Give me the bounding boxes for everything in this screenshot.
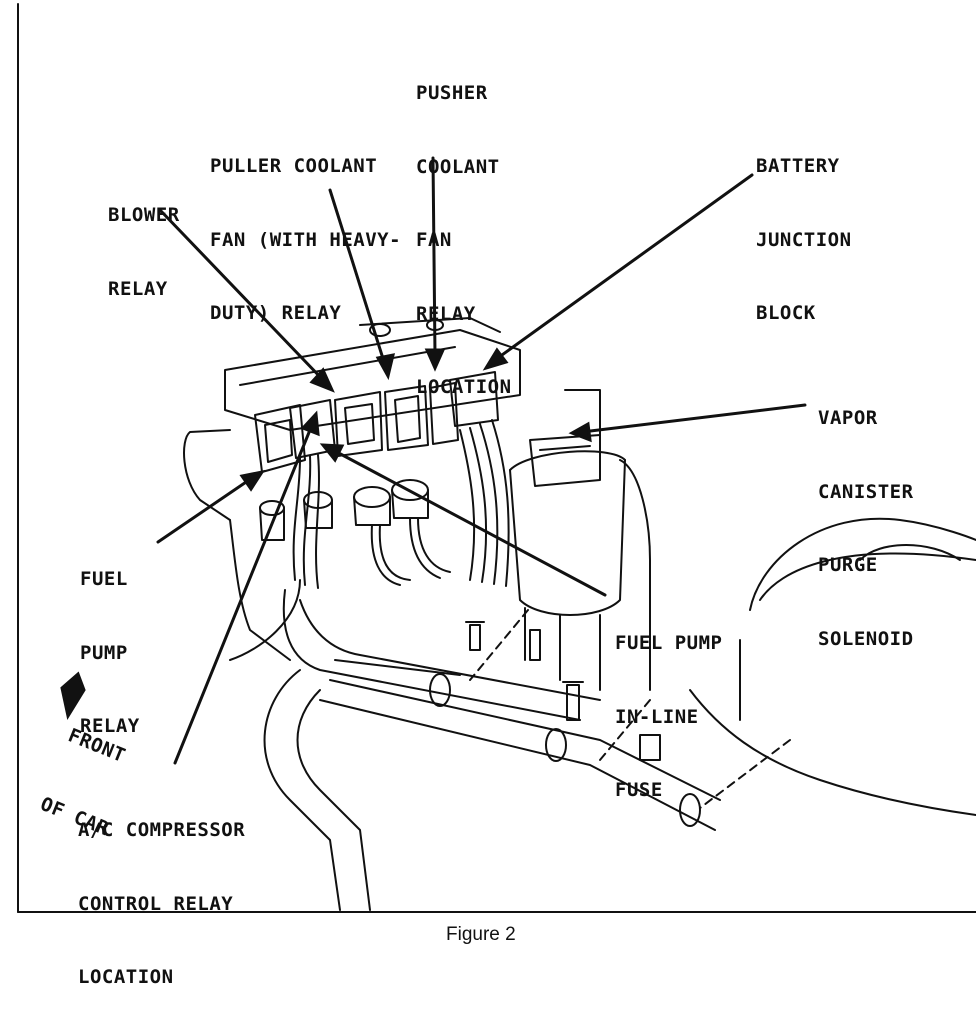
arrow-ac-relay xyxy=(173,423,314,765)
label-line: RELAY xyxy=(80,715,140,737)
arrow-pusher-relay xyxy=(431,156,437,357)
label-fuel-pump-relay: FUEL PUMP RELAY xyxy=(80,518,140,763)
label-line: PULLER COOLANT xyxy=(210,155,378,177)
arrow-puller-relay xyxy=(328,188,387,367)
arrow-fuel-pump-relay xyxy=(156,476,254,544)
label-line: COOLANT xyxy=(416,155,500,178)
label-line: RELAY xyxy=(416,302,476,325)
bolts xyxy=(465,621,661,761)
label-line: DUTY) RELAY xyxy=(210,302,342,324)
front-of-car-arrow xyxy=(60,671,86,720)
label-line: SOLENOID xyxy=(818,627,914,650)
label-line: A/C COMPRESSOR xyxy=(78,819,246,841)
label-pusher-coolant-fan-relay: PUSHER COOLANT FAN RELAY LOCATION xyxy=(416,32,512,424)
label-line: FUEL PUMP xyxy=(615,632,723,654)
arrow-vapor-solenoid xyxy=(580,403,807,434)
arrow-blower-relay xyxy=(158,208,327,384)
wire-bundles xyxy=(229,419,601,721)
label-line: JUNCTION xyxy=(756,228,852,251)
label-line: CONTROL RELAY xyxy=(78,892,234,915)
label-battery-junction-block: BATTERY JUNCTION BLOCK xyxy=(756,105,852,350)
connectors xyxy=(259,479,429,541)
label-line: VAPOR xyxy=(818,407,878,429)
air-cleaner xyxy=(619,459,976,816)
label-line: LOCATION xyxy=(416,376,512,398)
dashed-leaders xyxy=(469,609,791,809)
arrow-fuel-pump-fuse xyxy=(331,448,607,597)
label-line: FUEL xyxy=(80,568,128,590)
label-line: RELAY xyxy=(108,277,168,300)
arrow-battery-junction xyxy=(493,173,754,362)
label-line: BLOCK xyxy=(756,302,816,324)
label-blower-relay: BLOWER RELAY xyxy=(108,154,180,326)
label-line: FAN xyxy=(416,229,452,251)
engine-compartment-diagram xyxy=(17,3,976,913)
label-line: FAN (WITH HEAVY- xyxy=(210,228,402,251)
label-line: PURGE xyxy=(818,554,878,576)
relay-bracket xyxy=(224,317,521,431)
label-puller-coolant-fan-relay: PULLER COOLANT FAN (WITH HEAVY- DUTY) RE… xyxy=(210,105,401,350)
label-line: LOCATION xyxy=(78,966,174,988)
label-line: BATTERY xyxy=(756,155,840,177)
wiring-harness xyxy=(263,659,721,911)
label-line: FUSE xyxy=(615,779,663,801)
label-line: BLOWER xyxy=(108,204,180,226)
vapor-canister xyxy=(509,389,626,691)
hose xyxy=(183,429,291,661)
label-line: PUSHER xyxy=(416,82,488,104)
figure-caption: Figure 2 xyxy=(446,924,516,945)
label-vapor-canister-purge-solenoid: VAPOR CANISTER PURGE SOLENOID xyxy=(818,357,914,676)
label-fuel-pump-inline-fuse: FUEL PUMP IN-LINE FUSE xyxy=(615,582,722,827)
label-line: PUMP xyxy=(80,641,128,664)
label-line: IN-LINE xyxy=(615,705,699,728)
label-ac-compressor-control-relay: A/C COMPRESSOR CONTROL RELAY LOCATION xyxy=(78,769,245,1014)
label-line: CANISTER xyxy=(818,480,914,503)
